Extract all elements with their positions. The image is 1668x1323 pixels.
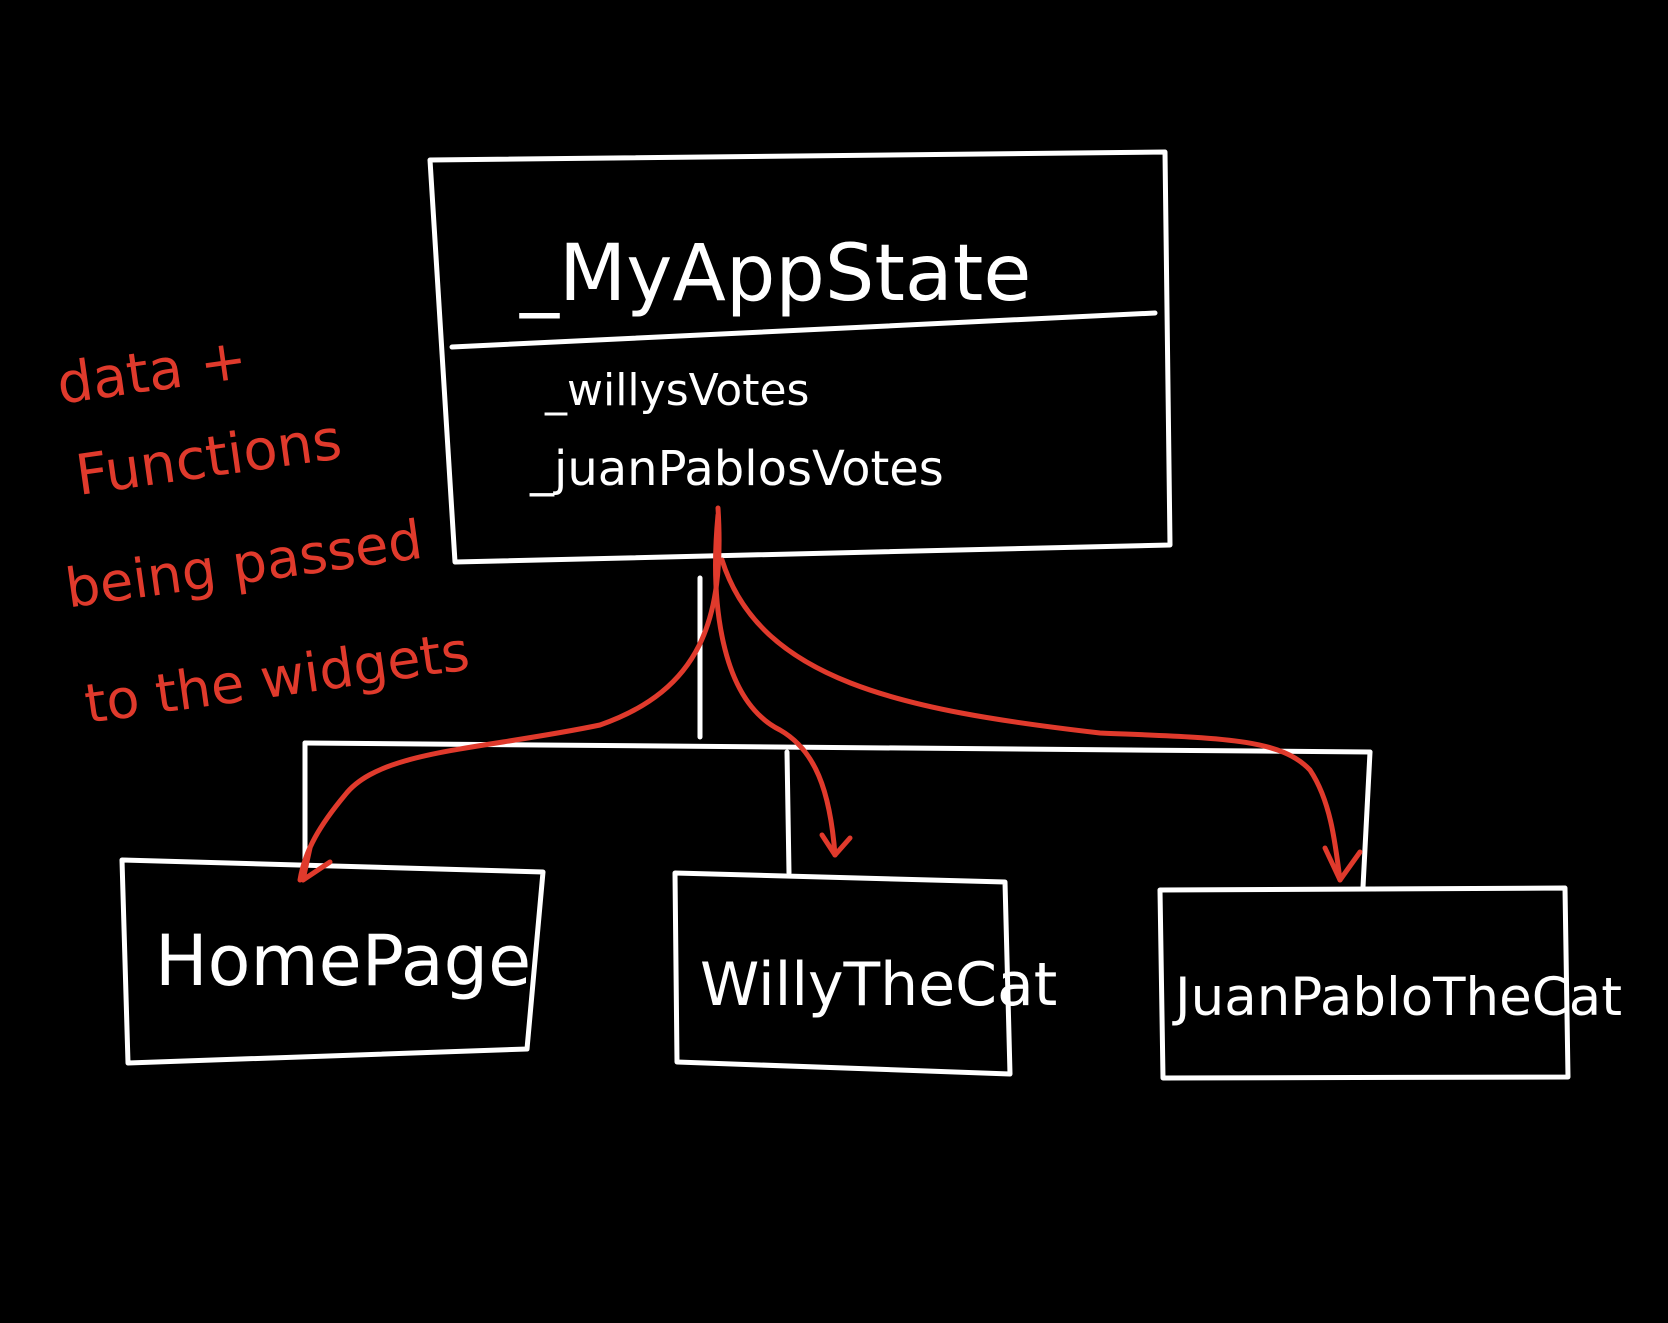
root-field-juan-pablos-votes: _juanPablosVotes [529, 441, 944, 497]
arrow-to-willy [713, 512, 838, 858]
willy-box: WillyTheCat [672, 870, 1057, 1077]
juan-box: JuanPabloTheCat [1157, 885, 1622, 1081]
connector-to-willy [784, 749, 792, 876]
annotation-line-2: Functions [72, 407, 346, 509]
root-field-willys-votes: _willysVotes [544, 365, 809, 416]
annotation-line-4: to the widgets [81, 620, 473, 736]
willy-box-outline [672, 870, 1013, 1077]
annotation-line-1: data + [53, 327, 251, 418]
arrowhead-willy [819, 832, 853, 858]
juan-box-outline [1157, 885, 1571, 1081]
root-box-divider [449, 310, 1158, 350]
connector-to-juan [1360, 749, 1373, 890]
homepage-label: HomePage [155, 920, 531, 1002]
root-title: _MyAppState [519, 229, 1031, 319]
juan-label: JuanPabloTheCat [1172, 967, 1622, 1028]
annotation: data + Functions being passed to the wid… [53, 327, 473, 736]
data-flow-arrows [297, 505, 1363, 883]
annotation-line-3: being passed [62, 508, 427, 620]
willy-label: WillyTheCat [700, 950, 1057, 1020]
homepage-box: HomePage [119, 857, 546, 1066]
root-box-outline [427, 149, 1173, 565]
arrow-to-juan [719, 557, 1343, 883]
arrowhead-juan [1322, 845, 1363, 883]
arrowhead-homepage [300, 845, 333, 883]
arrow-to-homepage [297, 505, 722, 883]
homepage-box-outline [119, 857, 546, 1066]
root-box: _MyAppState _willysVotes _juanPablosVote… [427, 149, 1173, 565]
